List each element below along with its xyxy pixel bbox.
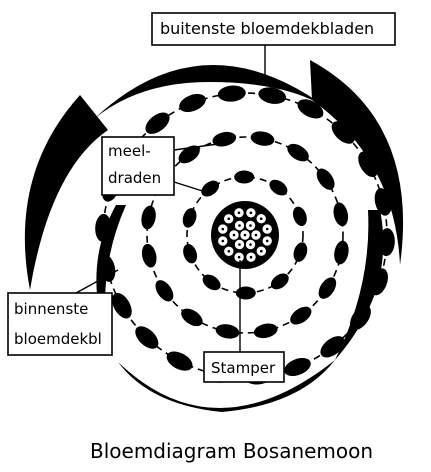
label-stamens-line1: meel-: [108, 142, 151, 160]
stamen: [266, 177, 290, 199]
stamen: [313, 165, 338, 193]
stamen: [291, 205, 310, 228]
carpel-dot: [249, 243, 252, 246]
label-stamens-line2: draden: [108, 169, 161, 187]
stamen: [140, 204, 158, 230]
stamen: [217, 84, 246, 103]
stamen: [178, 305, 206, 330]
stamen: [142, 108, 174, 138]
carpel-dot: [249, 224, 252, 227]
carpel-dot: [260, 217, 263, 220]
label-pistil-text: Stamper: [211, 359, 276, 377]
stamen: [140, 242, 159, 268]
stamen: [180, 206, 198, 229]
stamen: [249, 130, 275, 148]
carpel-dot: [266, 228, 269, 231]
stamen: [252, 321, 278, 340]
stamen: [152, 277, 177, 305]
carpel-dot: [238, 224, 241, 227]
carpel-dot: [266, 240, 269, 243]
carpel-dot: [222, 240, 225, 243]
pistil-cluster: [211, 201, 279, 269]
diagram-caption: Bloemdiagram Bosanemoon: [90, 439, 373, 463]
stamen: [291, 241, 309, 264]
label-outer-tepals-text: buitenste bloemdekbladen: [160, 19, 374, 38]
carpel-dot: [222, 228, 225, 231]
stamen: [163, 348, 195, 375]
stamen: [177, 90, 209, 115]
carpel-dot: [228, 250, 231, 253]
stamen: [131, 322, 162, 353]
carpel-dot: [255, 234, 258, 237]
carpel-dot: [250, 212, 253, 215]
stamen: [234, 170, 254, 183]
carpel-dot: [238, 243, 241, 246]
stamen: [287, 303, 315, 328]
stamen: [315, 274, 340, 302]
stamen: [282, 354, 314, 379]
label-inner-tepals-line1: binnenste: [14, 300, 88, 318]
stamen: [332, 239, 350, 265]
label-stamens: meel- draden: [102, 137, 218, 195]
stamen: [181, 242, 200, 265]
stamen: [236, 286, 256, 299]
stamen: [175, 142, 203, 167]
carpel-dot: [250, 256, 253, 259]
stamen: [211, 130, 237, 149]
stamen: [198, 177, 222, 199]
carpel-dot: [238, 256, 241, 259]
carpel-dot: [260, 250, 263, 253]
carpel-dot: [238, 212, 241, 215]
carpel-dot: [227, 218, 230, 221]
carpel-dot: [244, 234, 247, 237]
carpel-dot: [233, 234, 236, 237]
stamen: [284, 140, 312, 165]
label-inner-tepals-line2: bloemdekbl: [14, 330, 102, 348]
stamen: [214, 322, 240, 340]
stamen: [331, 201, 350, 227]
outer-tepal-lower-left: [25, 95, 108, 290]
